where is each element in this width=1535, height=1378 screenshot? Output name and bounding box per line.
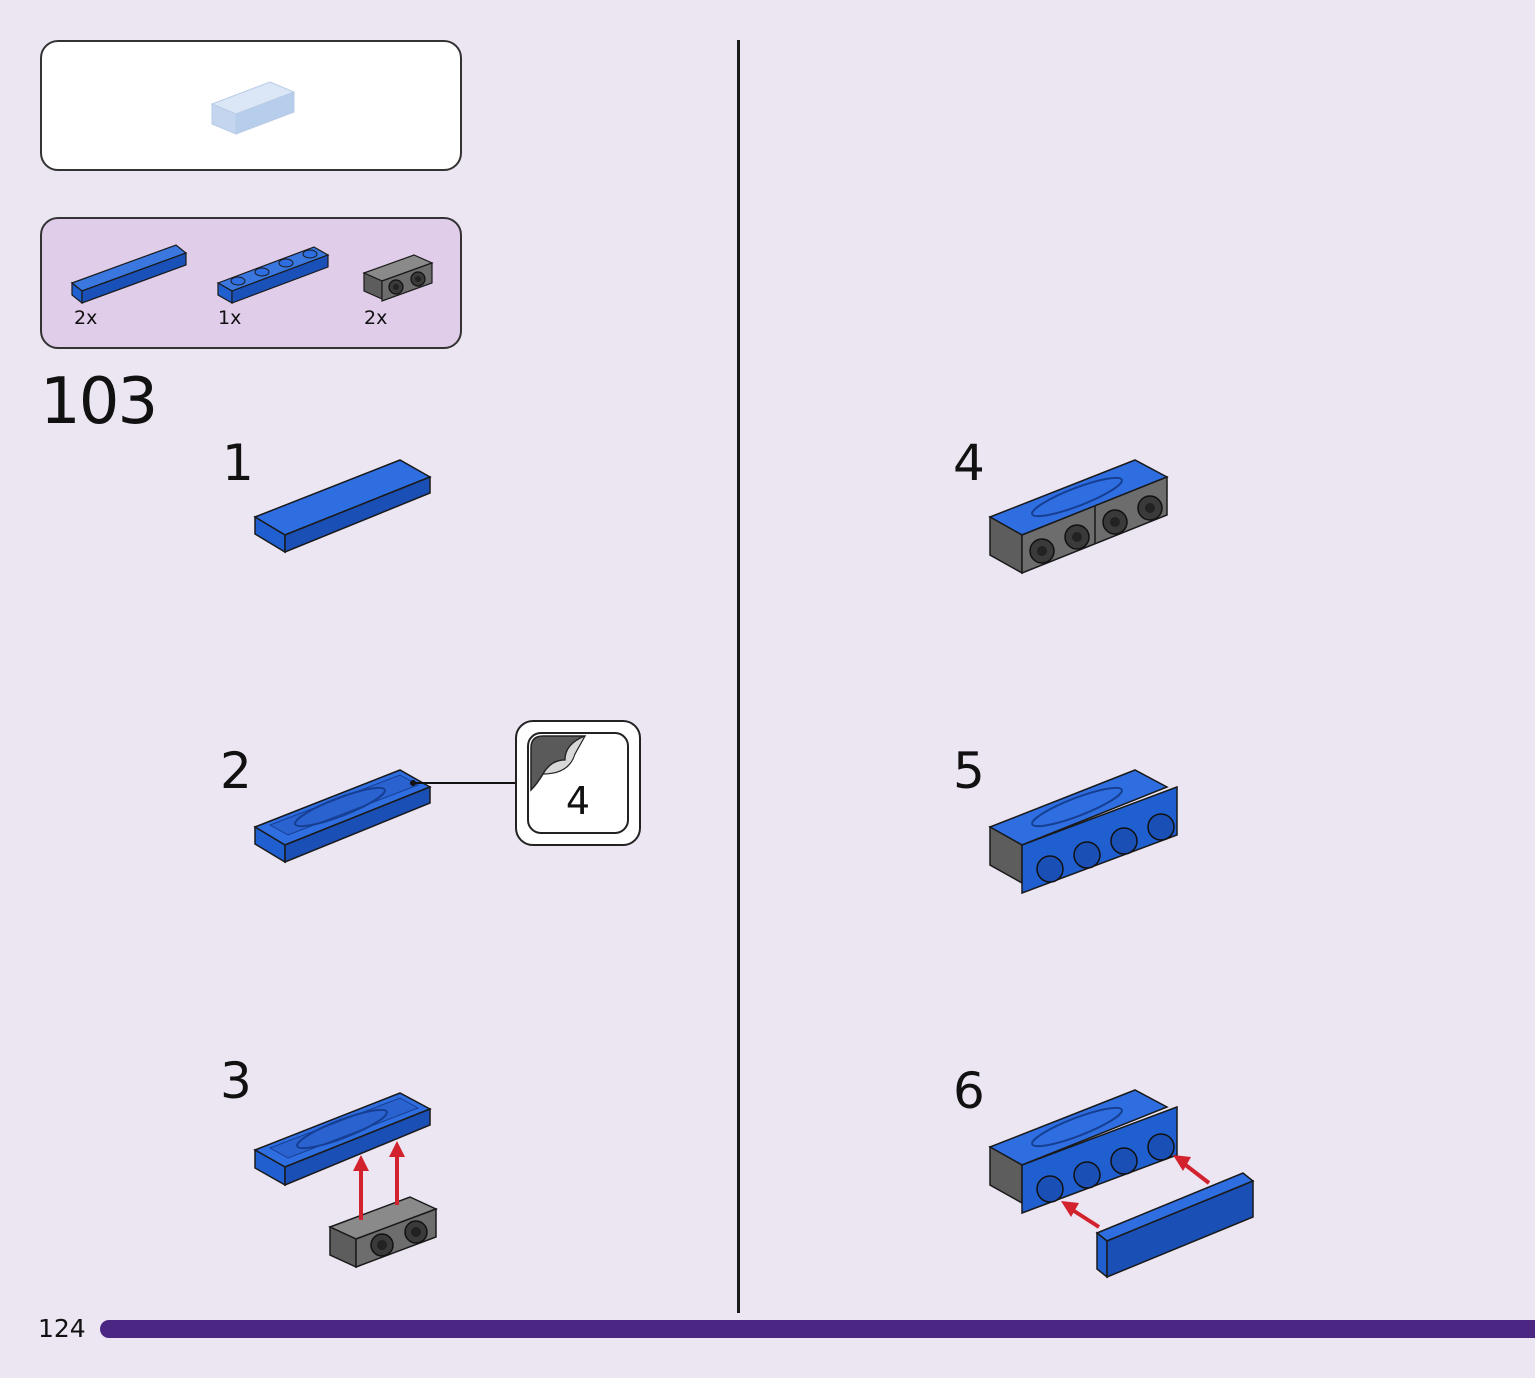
step-4-assembly-illustration bbox=[988, 459, 1169, 575]
sticker-sheet: 4 bbox=[527, 732, 629, 834]
part-bracket-icon bbox=[362, 254, 434, 302]
part-qty-2: 1x bbox=[218, 307, 242, 329]
step-6-assembly-illustration bbox=[988, 1089, 1255, 1279]
sub-step-number-6: 6 bbox=[953, 1062, 985, 1120]
sub-step-number-4: 4 bbox=[953, 434, 985, 492]
column-divider bbox=[737, 40, 740, 1313]
progress-bar bbox=[100, 1320, 1535, 1338]
step-1-tile-illustration bbox=[253, 459, 432, 554]
sticker-callout: 4 bbox=[515, 720, 641, 846]
main-step-number: 103 bbox=[40, 365, 158, 439]
part-qty-3: 2x bbox=[364, 307, 388, 329]
parts-list-box: 2x 1x 2x bbox=[40, 217, 462, 349]
sub-step-number-5: 5 bbox=[953, 742, 985, 800]
sticker-peel-icon bbox=[530, 734, 587, 792]
step-5-assembly-illustration bbox=[988, 769, 1178, 895]
sub-step-number-2: 2 bbox=[220, 742, 252, 800]
sub-step-number-1: 1 bbox=[222, 434, 254, 492]
sub-step-number-3: 3 bbox=[220, 1052, 252, 1110]
sticker-leader-line bbox=[410, 780, 516, 786]
sticker-number: 4 bbox=[565, 779, 591, 823]
page-number: 124 bbox=[38, 1314, 86, 1343]
part-tile-1x4-icon bbox=[70, 244, 188, 305]
submodel-preview-box bbox=[40, 40, 462, 171]
step-2-tile-with-sticker-illustration bbox=[253, 769, 432, 864]
submodel-preview-piece bbox=[210, 81, 296, 135]
part-plate-1x4-icon bbox=[216, 246, 330, 305]
step-3-assembly-illustration bbox=[253, 1092, 438, 1269]
part-qty-1: 2x bbox=[74, 307, 98, 329]
